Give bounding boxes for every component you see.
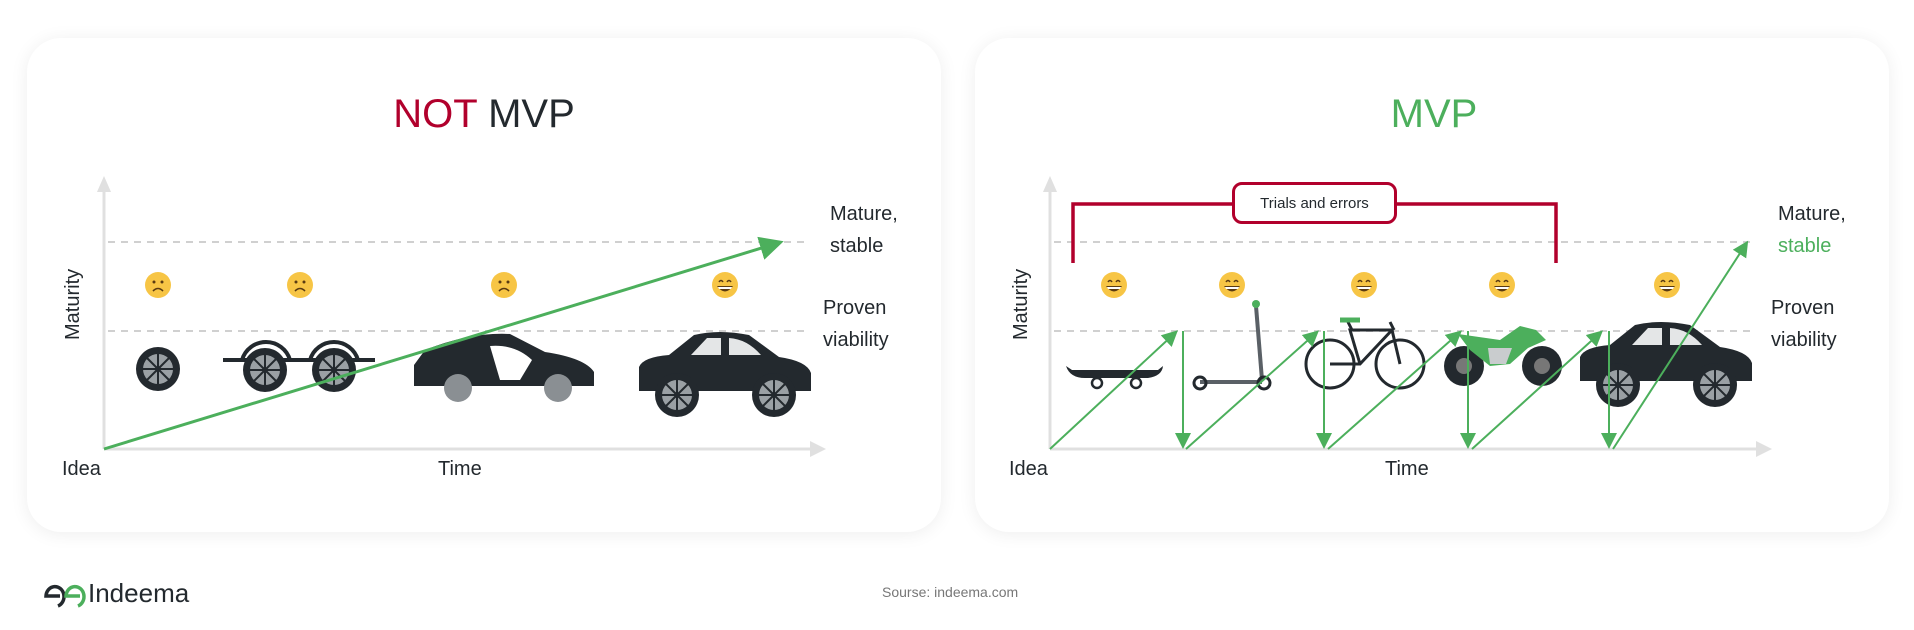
- sad-face-icon: [144, 271, 172, 299]
- title-not: NOT: [393, 92, 477, 136]
- car-icon: [639, 332, 811, 417]
- y-axis-label: Maturity: [1010, 268, 1032, 340]
- happy-face-icon: [1653, 271, 1681, 299]
- left-faces: [144, 271, 739, 299]
- mvp-iteration-arrows: [1049, 240, 1749, 450]
- wheel-icon: [135, 346, 181, 392]
- left-level-lines: [108, 241, 808, 332]
- right-faces: [1100, 271, 1681, 299]
- car-icon: [1580, 322, 1752, 407]
- level-text: Mature,: [1778, 203, 1846, 225]
- happy-face-icon: [1100, 271, 1128, 299]
- level-text: viability: [823, 329, 889, 351]
- level-proven-label: Proven viability: [1771, 292, 1837, 356]
- car-body-icon: [414, 333, 594, 402]
- y-axis-label: Maturity: [62, 268, 84, 340]
- left-progress-arrow: [103, 236, 784, 451]
- level-text: Proven: [823, 297, 887, 319]
- not-mvp-title: NOT MVP: [393, 92, 575, 137]
- left-stage-icons: [135, 332, 811, 417]
- origin-label: Idea: [62, 458, 101, 480]
- level-text: stable: [1778, 235, 1832, 257]
- indeema-logo-mark: [44, 584, 86, 608]
- level-mature-label: Mature, stable: [1778, 198, 1846, 262]
- mvp-title: MVP: [1390, 92, 1478, 136]
- sad-face-icon: [286, 271, 314, 299]
- motorcycle-icon: [1444, 326, 1562, 386]
- right-stage-icons: [1066, 300, 1752, 407]
- happy-face-icon: [711, 271, 739, 299]
- level-text: Mature,: [830, 203, 898, 225]
- level-text: viability: [1771, 329, 1837, 351]
- source-text: Sourse: indeema.com: [882, 584, 1019, 600]
- level-text: stable: [830, 235, 884, 257]
- right-level-lines: [1054, 241, 1756, 332]
- logo-text: Indeema: [88, 578, 190, 608]
- right-axes: [1043, 176, 1772, 457]
- left-axes: [97, 176, 826, 457]
- level-text: Proven: [1771, 297, 1835, 319]
- origin-label: Idea: [1009, 458, 1048, 480]
- scooter-icon: [1192, 300, 1272, 391]
- title-mvp: MVP: [488, 92, 575, 136]
- sad-face-icon: [490, 271, 518, 299]
- indeema-logo: Indeema: [88, 578, 189, 609]
- trials-and-errors-label: Trials and errors: [1232, 182, 1397, 224]
- happy-face-icon: [1350, 271, 1378, 299]
- x-axis-label: Time: [1385, 458, 1429, 480]
- x-axis-label: Time: [438, 458, 482, 480]
- wheels-on-axle-icon: [223, 340, 375, 393]
- happy-face-icon: [1488, 271, 1516, 299]
- level-proven-label: Proven viability: [823, 292, 889, 356]
- level-mature-label: Mature, stable: [830, 198, 898, 262]
- happy-face-icon: [1218, 271, 1246, 299]
- skateboard-icon: [1066, 366, 1163, 390]
